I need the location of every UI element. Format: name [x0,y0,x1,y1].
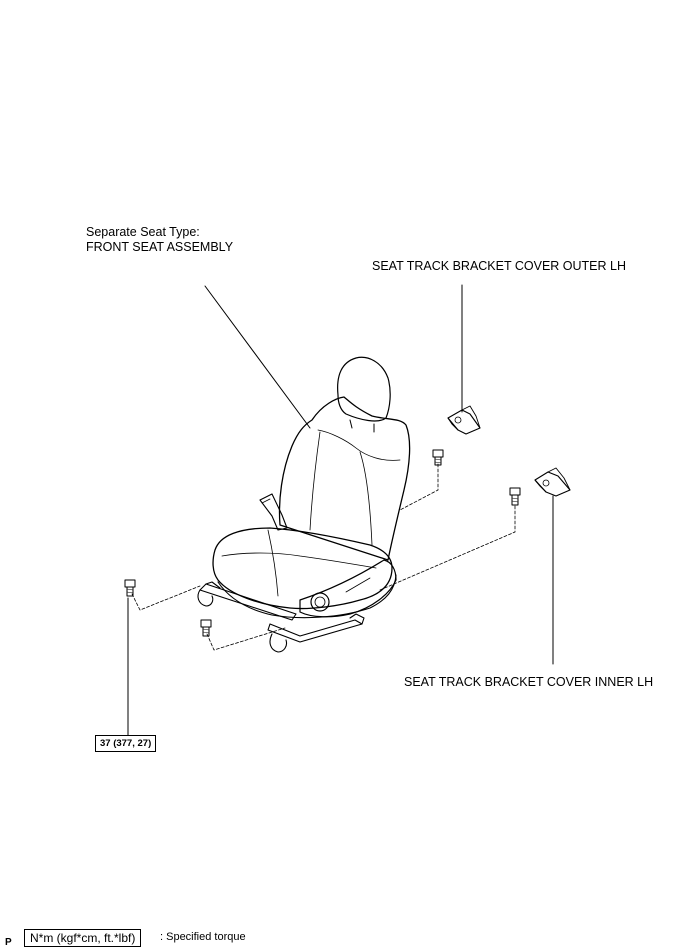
front-seat-assembly-label: FRONT SEAT ASSEMBLY [86,240,234,254]
bracket-cover-inner [534,467,571,497]
seat-cushion [212,527,397,619]
cover-outer-label: SEAT TRACK BRACKET COVER OUTER LH [372,259,626,273]
seat-type-label: Separate Seat Type: [86,225,200,239]
recline-knob [310,592,330,612]
seat-belt-buckle [259,493,288,531]
headrest [337,356,391,433]
dashed-line-left-front [206,627,286,651]
corner-code: P [5,937,12,948]
dashed-line-outer [399,463,439,511]
legend-description: : Specified torque [160,931,246,943]
dashed-line-inner [379,505,516,591]
side-shield [299,559,397,618]
cover-inner-label: SEAT TRACK BRACKET COVER INNER LH [404,675,654,689]
leader-seat-assembly [204,285,311,429]
bolt-inner [509,487,521,506]
legend-torque-unit-box: N*m (kgf*cm, ft.*lbf) [24,929,142,947]
bolt-outer [432,449,444,466]
dashed-line-left-rear [131,585,201,611]
bracket-cover-outer [447,405,481,435]
bolt-left-front [200,619,212,637]
torque-value-box: 37 (377, 27) [95,735,157,752]
seat-back [278,396,411,561]
bolt-left-rear [124,579,136,597]
seat-track [197,581,365,653]
